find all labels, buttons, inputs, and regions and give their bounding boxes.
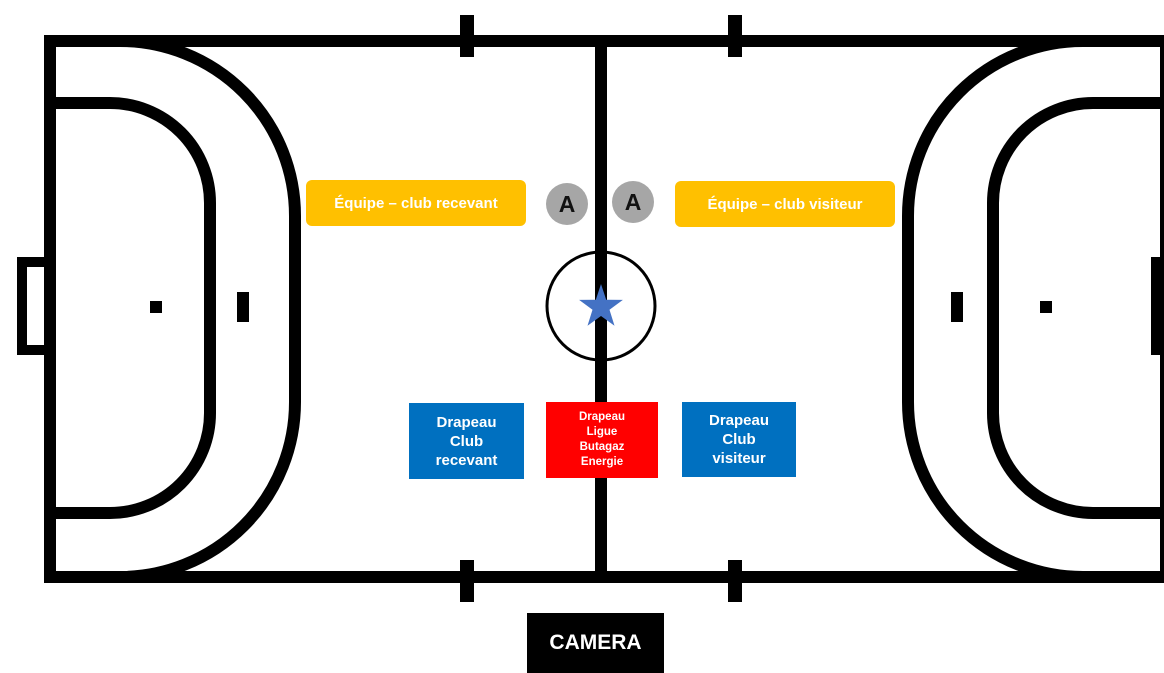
left-free-throw-line (119, 35, 301, 583)
referee-marker-left: A (546, 183, 588, 225)
flag-text-line: Energie (580, 456, 624, 468)
home-club-flag: Drapeau Club recevant (409, 403, 524, 479)
league-flag: Drapeau Ligue Butagaz Energie (546, 402, 658, 478)
flag-text-line: Drapeau (578, 411, 626, 423)
flag-text-line: recevant (435, 451, 498, 469)
flag-text-line: Drapeau (708, 412, 770, 429)
away-team-label: Équipe – club visiteur (675, 181, 895, 227)
goalkeeper-line (1040, 301, 1052, 313)
seven-meter-mark (951, 292, 963, 322)
flag-text-line: Butagaz (579, 441, 625, 453)
court-marks (150, 15, 1052, 602)
goalkeeper-line (150, 301, 162, 313)
home-team-label: Équipe – club recevant (306, 180, 526, 226)
camera-position-label: CAMERA (527, 613, 664, 673)
flag-text-line: Ligue (586, 426, 618, 438)
court-boundary (44, 35, 1164, 583)
substitution-mark (728, 560, 742, 602)
referee-marker-right: A (612, 181, 654, 223)
left-goal (17, 257, 44, 355)
away-club-flag: Drapeau Club visiteur (682, 402, 796, 477)
flag-text-line: Club (722, 431, 756, 448)
left-goal-area-line (50, 97, 216, 519)
flag-text-line: visiteur (712, 450, 766, 467)
star-icon (579, 284, 623, 326)
substitution-mark (460, 560, 474, 602)
right-free-throw-line (902, 35, 1084, 583)
flag-text-line: Drapeau (436, 413, 497, 431)
right-goal (1151, 257, 1164, 355)
flag-text-line: Club (449, 432, 484, 450)
substitution-mark (728, 15, 742, 57)
court-lines (17, 35, 1164, 583)
seven-meter-mark (237, 292, 249, 322)
substitution-mark (460, 15, 474, 57)
center-circle (545, 250, 657, 362)
right-goal-area-line (987, 97, 1164, 519)
